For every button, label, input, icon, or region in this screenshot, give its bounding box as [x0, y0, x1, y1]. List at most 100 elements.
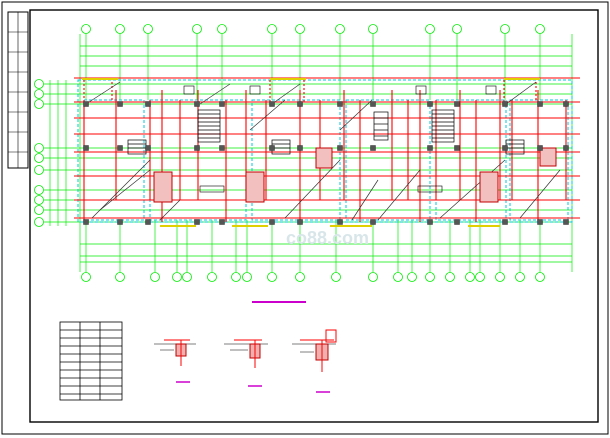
- watermark-text: co88.com: [286, 228, 369, 248]
- column: [269, 145, 275, 151]
- column: [502, 219, 508, 225]
- core-shafts: [153, 147, 557, 203]
- column: [117, 101, 123, 107]
- yellow-beams: [82, 78, 540, 227]
- axis-bubble: [231, 272, 241, 282]
- column: [194, 219, 200, 225]
- columns: [83, 101, 569, 225]
- axis-bubble: [34, 205, 44, 215]
- axis-bubble: [267, 24, 277, 34]
- column: [117, 219, 123, 225]
- axis-bubble: [295, 272, 305, 282]
- axis-bubble: [368, 272, 378, 282]
- axis-bubbles: [34, 24, 545, 282]
- column: [370, 219, 376, 225]
- axis-bubble: [535, 272, 545, 282]
- column: [297, 145, 303, 151]
- column: [427, 145, 433, 151]
- axis-bubble: [34, 165, 44, 175]
- axis-bubble: [295, 24, 305, 34]
- column: [427, 101, 433, 107]
- axis-bubble: [34, 153, 44, 163]
- axis-bubble: [425, 24, 435, 34]
- axis-bubble: [81, 272, 91, 282]
- axis-bubble: [150, 272, 160, 282]
- column: [145, 101, 151, 107]
- column: [370, 145, 376, 151]
- column: [454, 219, 460, 225]
- axis-bubble: [465, 272, 475, 282]
- axis-bubble: [407, 272, 417, 282]
- axis-bubble: [182, 272, 192, 282]
- small-text-blocks: [183, 85, 497, 193]
- structural-walls: [74, 77, 580, 222]
- column: [83, 145, 89, 151]
- stairs: [127, 109, 525, 155]
- column: [337, 145, 343, 151]
- axis-bubble: [475, 272, 485, 282]
- axis-bubble: [172, 272, 182, 282]
- axis-bubble: [331, 272, 341, 282]
- detail-3: [292, 329, 337, 393]
- column: [337, 219, 343, 225]
- room-outline: [269, 77, 305, 103]
- column: [563, 101, 569, 107]
- column: [297, 101, 303, 107]
- column: [537, 101, 543, 107]
- axis-bubble: [34, 217, 44, 227]
- axis-bubble: [115, 24, 125, 34]
- column: [269, 101, 275, 107]
- axis-bubble: [368, 24, 378, 34]
- title-block-strip: [7, 11, 29, 169]
- column: [370, 101, 376, 107]
- column: [537, 219, 543, 225]
- column: [537, 145, 543, 151]
- column: [454, 145, 460, 151]
- room-outline: [503, 77, 537, 103]
- detail-1: [154, 339, 196, 383]
- column: [145, 145, 151, 151]
- column: [454, 101, 460, 107]
- vertical-axis-lines: [79, 34, 573, 272]
- column: [194, 145, 200, 151]
- axis-bubble: [81, 24, 91, 34]
- column: [297, 219, 303, 225]
- axis-bubble: [34, 185, 44, 195]
- axis-bubble: [34, 143, 44, 153]
- sheet-frame-inner: [29, 9, 599, 423]
- detail-2: [224, 339, 268, 387]
- column: [502, 145, 508, 151]
- column: [427, 219, 433, 225]
- axis-bubble: [425, 272, 435, 282]
- column: [269, 219, 275, 225]
- axis-bubble: [34, 89, 44, 99]
- column: [145, 219, 151, 225]
- axis-bubble: [34, 99, 44, 109]
- axis-bubble: [500, 24, 510, 34]
- axis-bubble: [207, 272, 217, 282]
- axis-bubble: [495, 272, 505, 282]
- axis-bubble: [34, 79, 44, 89]
- column: [219, 101, 225, 107]
- axis-bubble: [115, 272, 125, 282]
- column: [83, 101, 89, 107]
- column: [337, 101, 343, 107]
- axis-bubble: [393, 272, 403, 282]
- column: [219, 145, 225, 151]
- axis-bubble: [192, 24, 202, 34]
- axis-bubble: [515, 272, 525, 282]
- axis-bubble: [143, 24, 153, 34]
- axis-bubble: [335, 24, 345, 34]
- column: [502, 101, 508, 107]
- axis-bubble: [535, 24, 545, 34]
- column: [83, 219, 89, 225]
- axis-bubble: [242, 272, 252, 282]
- axis-bubble: [445, 272, 455, 282]
- axis-bubble: [34, 195, 44, 205]
- axis-bubble: [267, 272, 277, 282]
- slab-diagonals: [85, 81, 561, 221]
- column: [563, 219, 569, 225]
- column: [563, 145, 569, 151]
